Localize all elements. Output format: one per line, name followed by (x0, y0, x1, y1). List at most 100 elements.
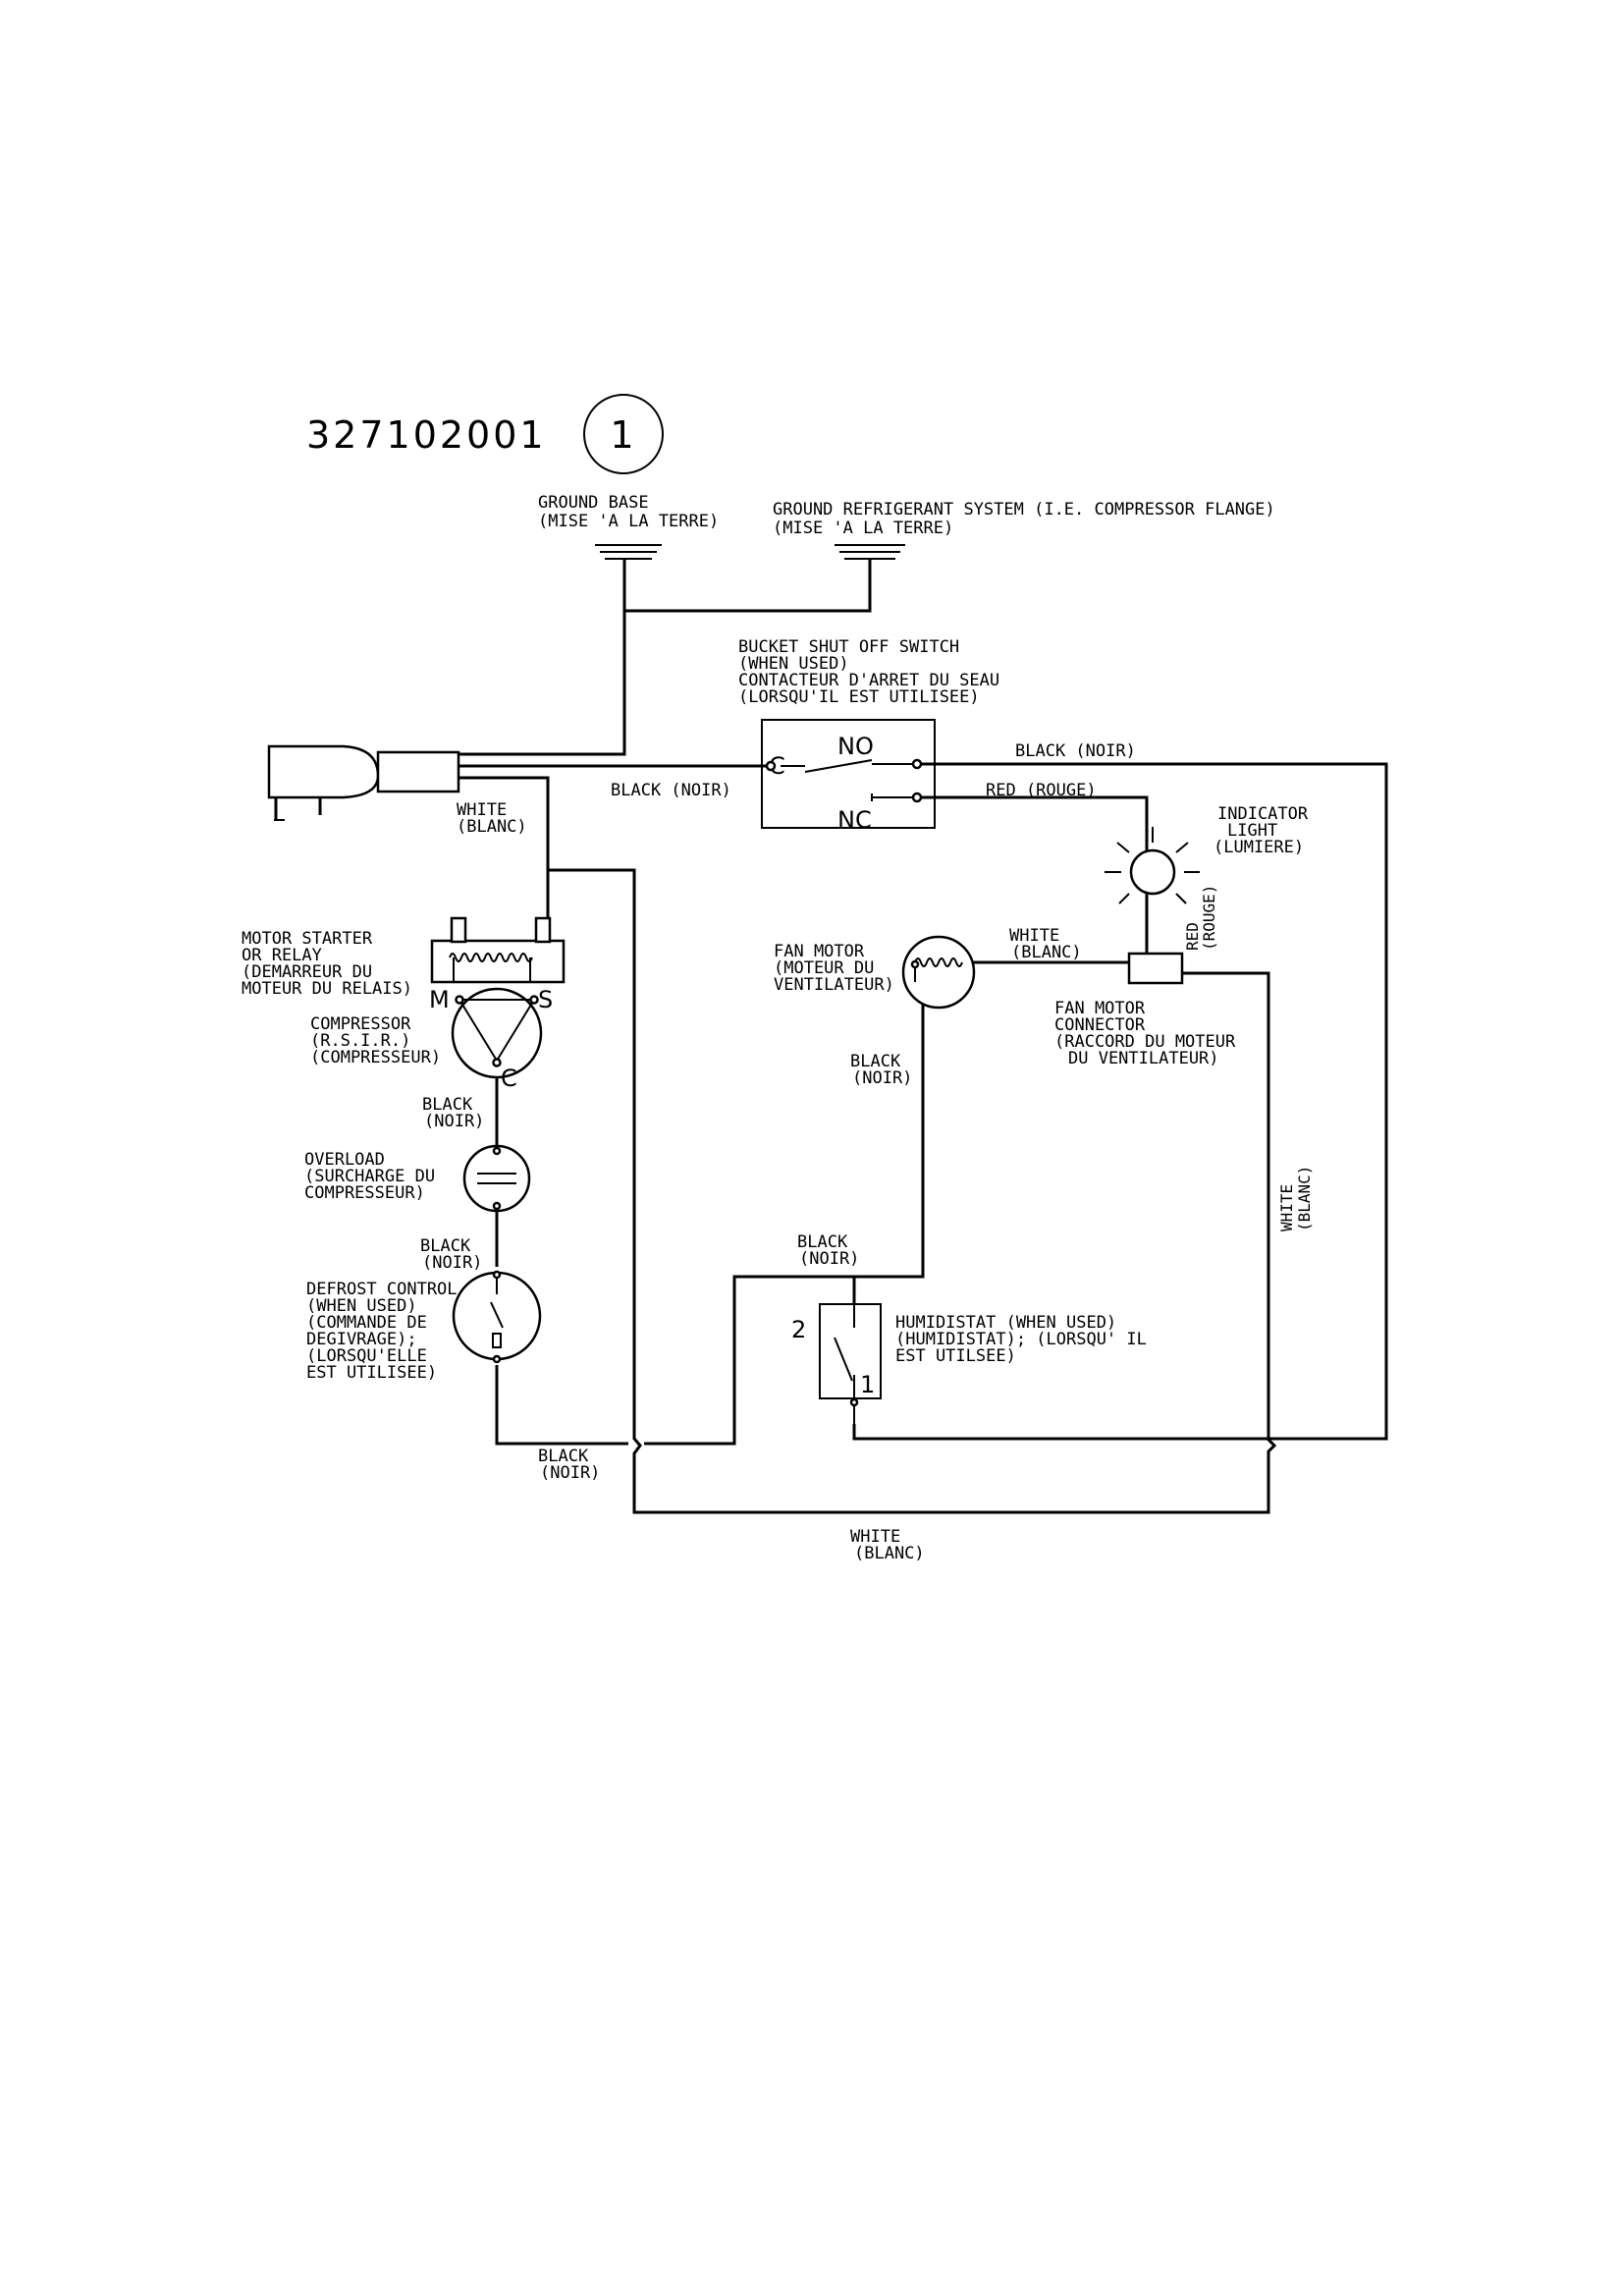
svg-text:(NOIR): (NOIR) (852, 1068, 912, 1088)
svg-text:DEFROST CONTROL: DEFROST CONTROL (306, 1280, 458, 1299)
indicator-light (1105, 827, 1200, 904)
white-blanc-cord-label: WHITE (BLANC) (457, 800, 527, 837)
humidistat-label: HUMIDISTAT (WHEN USED) (HUMIDISTAT); (LO… (895, 1313, 1147, 1366)
svg-text:(WHEN USED): (WHEN USED) (738, 654, 849, 674)
svg-text:(LORSQU'ELLE: (LORSQU'ELLE (306, 1346, 427, 1366)
svg-text:GROUND REFRIGERANT SYSTEM (I.: GROUND REFRIGERANT SYSTEM (I.E. COMPRESS… (773, 500, 1275, 519)
relay-s-terminal: S (538, 986, 553, 1013)
svg-text:CONTACTEUR D'ARRET DU SEAU: CONTACTEUR D'ARRET DU SEAU (738, 671, 999, 690)
black-noir-fan-label: BLACK (NOIR) (850, 1052, 912, 1088)
svg-text:FAN MOTOR: FAN MOTOR (1054, 999, 1146, 1018)
svg-text:COMPRESSEUR): COMPRESSEUR) (304, 1183, 425, 1203)
relay-m-terminal: M (429, 986, 450, 1013)
bucket-shut-off-switch: C NO NC (761, 719, 936, 834)
humidistat-terminal-1: 1 (860, 1371, 875, 1398)
humidistat (819, 1303, 882, 1424)
svg-text:BUCKET SHUT OFF SWITCH: BUCKET SHUT OFF SWITCH (738, 637, 959, 657)
ground-symbol-refrigerant (835, 544, 905, 560)
svg-text:(MOTEUR DU: (MOTEUR DU (774, 958, 874, 978)
humidistat-terminal-2: 2 (791, 1316, 806, 1343)
svg-text:WHITE: WHITE (1009, 926, 1059, 946)
defrost-control-label: DEFROST CONTROL (WHEN USED) (COMMANDE DE… (306, 1280, 458, 1383)
motor-starter-relay (430, 916, 566, 984)
ground-refrigerant-label: GROUND REFRIGERANT SYSTEM (I.E. COMPRESS… (773, 500, 1275, 538)
ground-base-label: GROUND BASE (MISE 'A LA TERRE) (538, 493, 719, 531)
black-noir-compressor-label: BLACK (NOIR) (422, 1095, 484, 1131)
svg-text:(DEMARREUR DU: (DEMARREUR DU (242, 962, 372, 982)
svg-text:EST UTILISEE): EST UTILISEE) (306, 1363, 437, 1383)
black-noir-switch-label: BLACK (NOIR) (611, 781, 731, 800)
svg-text:OVERLOAD: OVERLOAD (304, 1150, 385, 1170)
wires (458, 559, 1388, 1514)
svg-text:OR RELAY: OR RELAY (242, 946, 322, 965)
black-noir-overload-label: BLACK (NOIR) (420, 1236, 482, 1273)
svg-text:(NOIR): (NOIR) (424, 1112, 484, 1131)
fan-motor-label: FAN MOTOR (MOTEUR DU VENTILATEUR) (774, 942, 894, 995)
svg-text:DEGIVRAGE);: DEGIVRAGE); (306, 1330, 417, 1349)
svg-text:GROUND BASE: GROUND BASE (538, 493, 649, 513)
svg-text:WHITE: WHITE (850, 1527, 900, 1547)
svg-text:(BLANC): (BLANC) (1295, 1166, 1314, 1231)
svg-text:(BLANC): (BLANC) (1011, 943, 1082, 962)
svg-text:(MISE 'A LA TERRE): (MISE 'A LA TERRE) (773, 519, 953, 538)
svg-text:(BLANC): (BLANC) (457, 817, 527, 837)
part-number: 327102001 (306, 413, 547, 457)
fan-motor-connector (1127, 952, 1184, 985)
svg-text:CONNECTOR: CONNECTOR (1054, 1015, 1146, 1035)
svg-text:(MISE 'A LA TERRE): (MISE 'A LA TERRE) (538, 512, 719, 531)
svg-text:RED: RED (1183, 922, 1202, 951)
svg-text:(BLANC): (BLANC) (854, 1544, 925, 1563)
svg-text:BLACK: BLACK (797, 1232, 848, 1252)
svg-text:(HUMIDISTAT); (LORSQU' IL: (HUMIDISTAT); (LORSQU' IL (895, 1330, 1147, 1349)
svg-text:NC: NC (837, 806, 872, 834)
compressor-label: COMPRESSOR (R.S.I.R.) (COMPRESSEUR) (310, 1014, 441, 1067)
svg-text:DU VENTILATEUR): DU VENTILATEUR) (1068, 1049, 1219, 1068)
overload-label: OVERLOAD (SURCHARGE DU COMPRESSEUR) (304, 1150, 435, 1203)
white-blanc-bottom-label: WHITE (BLANC) (850, 1527, 925, 1563)
svg-text:HUMIDISTAT (WHEN USED): HUMIDISTAT (WHEN USED) (895, 1313, 1116, 1333)
compressor (451, 987, 543, 1079)
bucket-switch-label: BUCKET SHUT OFF SWITCH (WHEN USED) CONTA… (738, 637, 999, 707)
black-noir-bottom-label: BLACK (NOIR) (538, 1447, 600, 1483)
red-rouge-label: RED (ROUGE) (986, 781, 1097, 800)
svg-text:NO: NO (837, 733, 874, 760)
svg-text:(LORSQU'IL EST UTILISEE): (LORSQU'IL EST UTILISEE) (738, 687, 980, 707)
svg-text:(R.S.I.R.): (R.S.I.R.) (310, 1031, 410, 1051)
svg-text:(COMMANDE DE: (COMMANDE DE (306, 1313, 427, 1333)
fan-motor (901, 935, 976, 1010)
svg-text:(RACCORD DU MOTEUR: (RACCORD DU MOTEUR (1054, 1032, 1236, 1052)
svg-text:FAN MOTOR: FAN MOTOR (774, 942, 865, 961)
svg-text:WHITE: WHITE (1277, 1184, 1296, 1231)
svg-text:WHITE: WHITE (457, 800, 507, 820)
svg-text:MOTEUR DU RELAIS): MOTEUR DU RELAIS) (242, 979, 412, 999)
defrost-control (452, 1270, 542, 1364)
white-blanc-right-label: WHITE (BLANC) (1277, 1166, 1314, 1231)
sheet-number-circle (583, 394, 664, 474)
svg-text:(NOIR): (NOIR) (540, 1463, 600, 1483)
svg-text:(SURCHARGE DU: (SURCHARGE DU (304, 1167, 435, 1186)
svg-text:BLACK: BLACK (422, 1095, 473, 1115)
svg-text:VENTILATEUR): VENTILATEUR) (774, 975, 894, 995)
sheet-number: 1 (610, 413, 636, 457)
fan-connector-label: FAN MOTOR CONNECTOR (RACCORD DU MOTEUR D… (1054, 999, 1236, 1068)
svg-text:BLACK: BLACK (538, 1447, 589, 1466)
power-plug (267, 744, 460, 821)
svg-text:(WHEN USED): (WHEN USED) (306, 1296, 417, 1316)
svg-text:BLACK: BLACK (850, 1052, 901, 1071)
ground-symbol-base (595, 544, 662, 560)
svg-text:(ROUGE): (ROUGE) (1200, 885, 1218, 951)
svg-text:COMPRESSOR: COMPRESSOR (310, 1014, 411, 1034)
svg-text:MOTOR STARTER: MOTOR STARTER (242, 929, 373, 949)
black-noir-top-label: BLACK (NOIR) (1015, 741, 1136, 761)
red-rouge-vertical-label: RED (ROUGE) (1183, 885, 1218, 951)
indicator-light-label: INDICATOR LIGHT (LUMIERE) (1214, 804, 1309, 857)
svg-text:(COMPRESSEUR): (COMPRESSEUR) (310, 1048, 441, 1067)
svg-text:EST UTILSEE): EST UTILSEE) (895, 1346, 1016, 1366)
black-noir-humidistat-label: BLACK (NOIR) (797, 1232, 859, 1269)
svg-text:LIGHT: LIGHT (1227, 821, 1277, 841)
motor-starter-label: MOTOR STARTER OR RELAY (DEMARREUR DU MOT… (242, 929, 412, 999)
svg-text:(LUMIERE): (LUMIERE) (1214, 838, 1304, 857)
relay-c-terminal: C (501, 1065, 517, 1092)
white-blanc-fan-label: WHITE (BLANC) (1009, 926, 1082, 962)
